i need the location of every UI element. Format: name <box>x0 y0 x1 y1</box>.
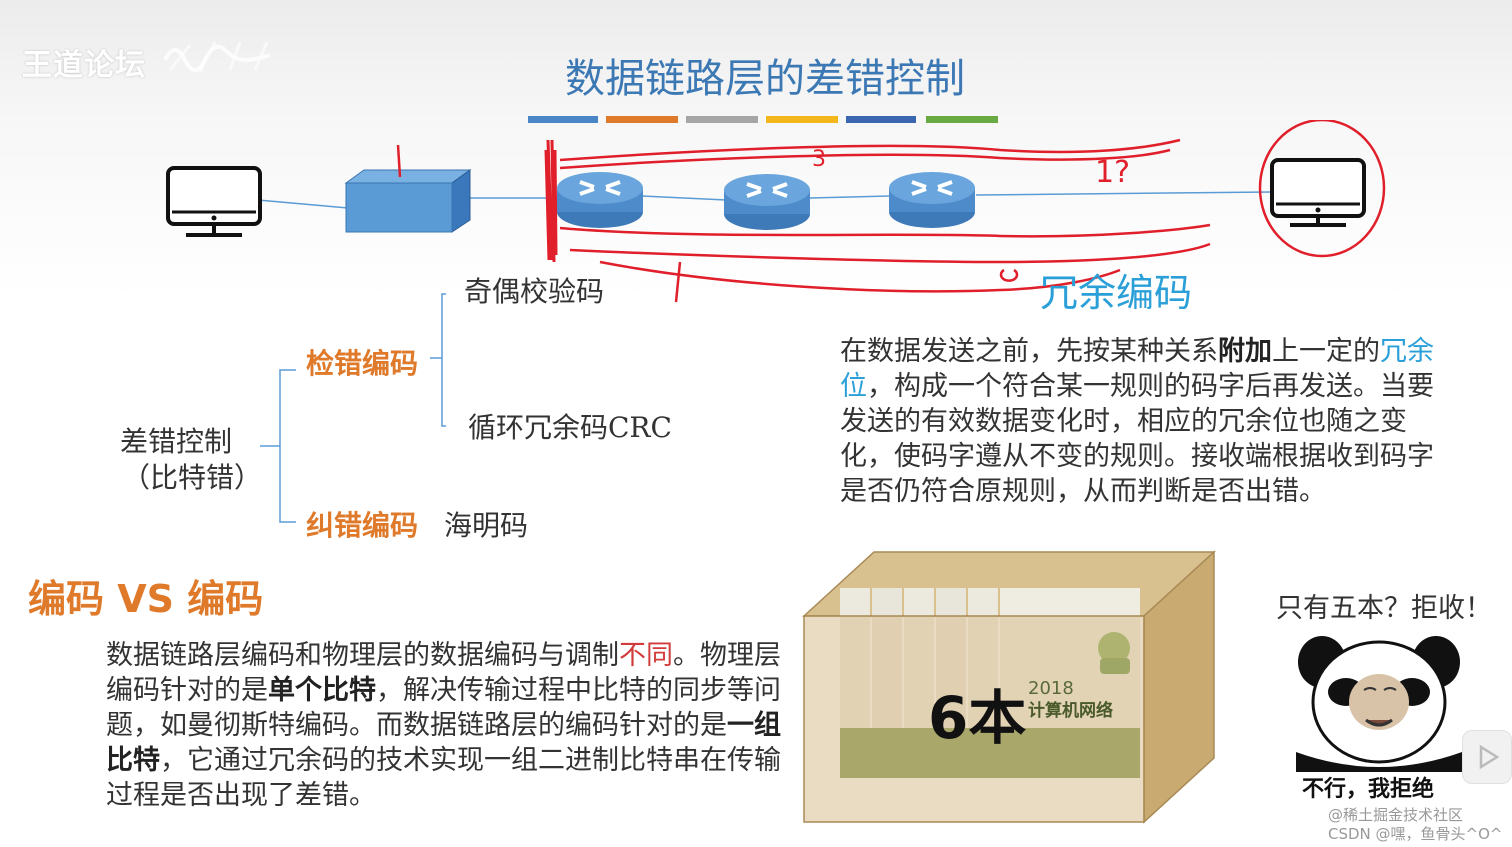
switch-box-icon <box>344 169 472 233</box>
color-bar-4 <box>766 116 838 123</box>
network-diagram: 3 1? <box>166 120 1386 303</box>
router-icon <box>889 172 975 228</box>
color-bar-1 <box>528 116 598 123</box>
detect-code-label: 检错编码 <box>306 347 419 380</box>
red-annotations <box>396 120 1386 303</box>
crc-code-label: 循环冗余码CRC <box>468 411 672 444</box>
book-box-illustration: 2018 计算机网络 6本 <box>802 550 1216 824</box>
link-line <box>641 195 727 201</box>
color-bar-3 <box>686 116 758 123</box>
book-year: 2018 <box>1028 678 1074 699</box>
hamming-code-label: 海明码 <box>444 509 529 542</box>
link-line <box>257 199 349 209</box>
receiver-computer-icon <box>1270 158 1366 227</box>
compare-paragraph: 数据链路层编码和物理层的数据编码与调制不同。物理层编码针对的是单个比特，解决传输… <box>106 640 781 811</box>
redundancy-title: 冗余编码 <box>1040 271 1193 315</box>
parity-code-label: 奇偶校验码 <box>464 275 605 308</box>
slide-title: 数据链路层的差错控制 <box>565 56 965 102</box>
color-bar-6 <box>926 116 998 123</box>
book-title: 计算机网络 <box>1028 700 1113 721</box>
color-bar-5 <box>846 116 916 123</box>
router-icon <box>724 174 810 230</box>
play-button[interactable] <box>1462 730 1512 784</box>
color-bar-2 <box>606 116 678 123</box>
watermark-scribble <box>163 41 271 73</box>
forum-watermark: 王道论坛 <box>22 48 146 83</box>
annotation-number: 3 <box>812 147 826 172</box>
sender-computer-icon <box>166 166 262 237</box>
juejin-watermark: @稀土掘金技术社区 <box>1328 806 1464 824</box>
tree-brackets <box>260 293 446 523</box>
csdn-watermark: CSDN @嘿，鱼骨头^O^ <box>1328 825 1503 843</box>
book-count-label: 6本 <box>928 684 1026 752</box>
annotation-number: 1? <box>1095 155 1130 190</box>
correct-code-label: 纠错编码 <box>306 509 419 542</box>
tree-root-line1: 差错控制 <box>120 425 233 458</box>
tree-root-line2: （比特错） <box>122 461 263 494</box>
play-icon <box>1479 744 1500 770</box>
meme-caption-top: 只有五本？拒收！ <box>1276 593 1492 624</box>
panda-meme-icon: 不行，我拒绝 <box>1296 632 1462 802</box>
router-icon <box>557 172 643 228</box>
link-line <box>975 191 1273 196</box>
meme-caption-bottom: 不行，我拒绝 <box>1302 776 1434 802</box>
compare-title: 编码 VS 编码 <box>28 577 264 621</box>
link-line <box>809 195 891 199</box>
redundancy-paragraph: 在数据发送之前，先按某种关系附加上一定的冗余位，构成一个符合某一规则的码字后再发… <box>840 336 1434 507</box>
